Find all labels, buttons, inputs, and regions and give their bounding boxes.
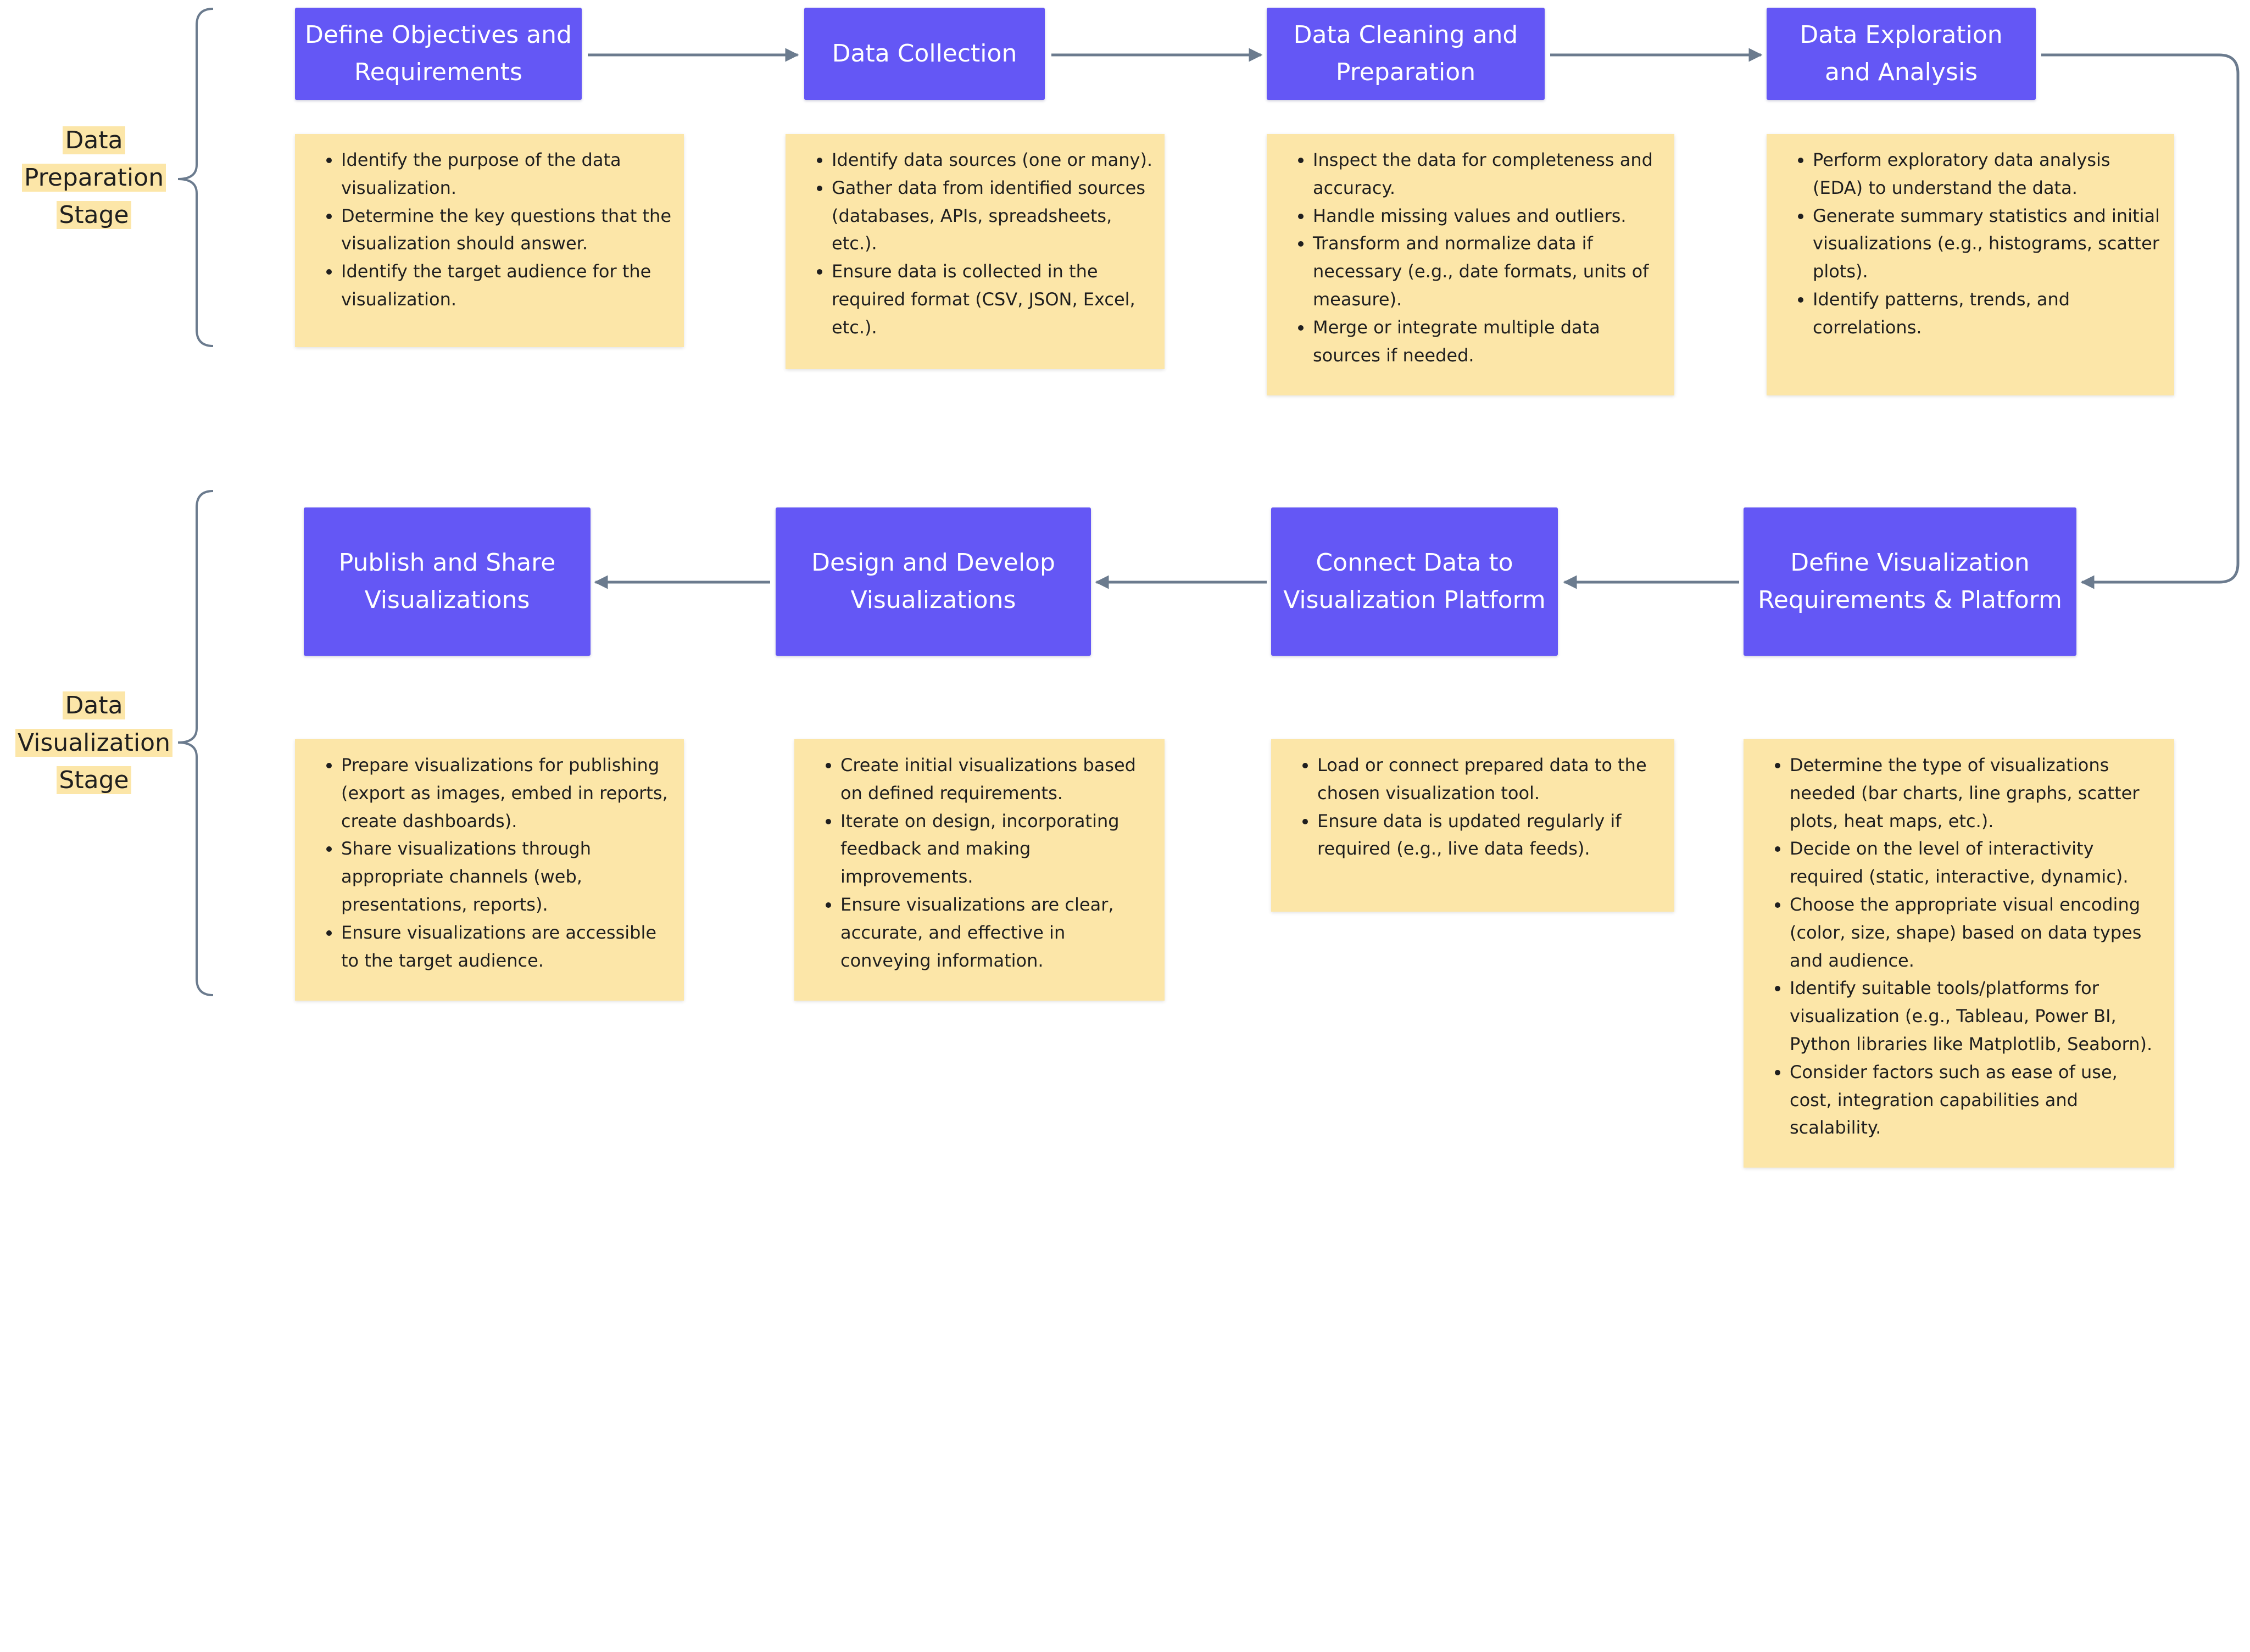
bullet-item: Share visualizations through appropriate…	[341, 835, 673, 918]
bullet-item: Generate summary statistics and initial …	[1813, 202, 2163, 286]
note-define-objectives: Identify the purpose of the data visuali…	[295, 134, 684, 347]
step-data-exploration[interactable]: Data Exploration and Analysis	[1767, 8, 2036, 100]
note-data-exploration: Perform exploratory data analysis (EDA) …	[1767, 134, 2174, 395]
bullet-item: Inspect the data for completeness and ac…	[1313, 146, 1663, 202]
stage-label-visualization: Data Visualization Stage	[11, 687, 177, 799]
bullet-item: Gather data from identified sources (dat…	[832, 174, 1154, 258]
bullet-item: Perform exploratory data analysis (EDA) …	[1813, 146, 2163, 202]
stage-label-line: Preparation	[21, 164, 166, 192]
bullet-list: Load or connect prepared data to the cho…	[1282, 751, 1663, 863]
step-design-develop[interactable]: Design and Develop Visualizations	[776, 507, 1091, 656]
step-title: Define Objectives and Requirements	[305, 21, 572, 86]
step-title: Data Exploration and Analysis	[1800, 21, 2003, 86]
note-data-collection: Identify data sources (one or many). Gat…	[786, 134, 1165, 369]
stage-label-line: Stage	[57, 766, 131, 794]
arrow-step4-to-step5	[2041, 53, 2240, 589]
bullet-item: Load or connect prepared data to the cho…	[1317, 751, 1663, 807]
note-define-visualization-requirements: Determine the type of visualizations nee…	[1744, 739, 2174, 1168]
bullet-item: Decide on the level of interactivity req…	[1790, 835, 2163, 891]
step-data-collection[interactable]: Data Collection	[804, 8, 1045, 100]
step-title: Connect Data to Visualization Platform	[1283, 549, 1546, 614]
bullet-item: Identify patterns, trends, and correlati…	[1813, 286, 2163, 342]
note-data-cleaning: Inspect the data for completeness and ac…	[1267, 134, 1674, 395]
stage-label-line: Visualization	[15, 729, 172, 757]
bullet-list: Perform exploratory data analysis (EDA) …	[1778, 146, 2163, 342]
bullet-item: Identify suitable tools/platforms for vi…	[1790, 974, 2163, 1058]
stage-label-line: Data	[63, 126, 125, 154]
bullet-item: Ensure visualizations are clear, accurat…	[840, 891, 1154, 974]
bullet-list: Identify the purpose of the data visuali…	[306, 146, 673, 314]
step-define-objectives[interactable]: Define Objectives and Requirements	[295, 8, 582, 100]
bullet-item: Identify the purpose of the data visuali…	[341, 146, 673, 202]
bullet-item: Identify data sources (one or many).	[832, 146, 1154, 174]
bullet-list: Create initial visualizations based on d…	[805, 751, 1154, 974]
step-title: Publish and Share Visualizations	[338, 549, 556, 614]
bullet-list: Inspect the data for completeness and ac…	[1278, 146, 1663, 369]
bullet-item: Transform and normalize data if necessar…	[1313, 230, 1663, 313]
bullet-item: Create initial visualizations based on d…	[840, 751, 1154, 807]
bullet-item: Ensure data is updated regularly if requ…	[1317, 807, 1663, 863]
bullet-item: Iterate on design, incorporating feedbac…	[840, 807, 1154, 891]
bullet-item: Consider factors such as ease of use, co…	[1790, 1058, 2163, 1142]
bullet-item: Prepare visualizations for publishing (e…	[341, 751, 673, 835]
step-data-cleaning[interactable]: Data Cleaning and Preparation	[1267, 8, 1545, 100]
bullet-item: Ensure data is collected in the required…	[832, 258, 1154, 341]
bullet-item: Determine the key questions that the vis…	[341, 202, 673, 258]
step-title: Design and Develop Visualizations	[811, 549, 1055, 614]
bullet-item: Merge or integrate multiple data sources…	[1313, 314, 1663, 370]
bullet-list: Identify data sources (one or many). Gat…	[797, 146, 1154, 342]
stage-label-line: Data	[63, 691, 125, 719]
step-connect-data[interactable]: Connect Data to Visualization Platform	[1271, 507, 1558, 656]
bullet-list: Determine the type of visualizations nee…	[1755, 751, 2163, 1142]
bullet-item: Choose the appropriate visual encoding (…	[1790, 891, 2163, 974]
bullet-item: Identify the target audience for the vis…	[341, 258, 673, 314]
step-define-visualization-requirements[interactable]: Define Visualization Requirements & Plat…	[1744, 507, 2076, 656]
note-publish-share: Prepare visualizations for publishing (e…	[295, 739, 684, 1001]
step-publish-share[interactable]: Publish and Share Visualizations	[304, 507, 591, 656]
note-connect-data: Load or connect prepared data to the cho…	[1271, 739, 1674, 912]
stage-brace-visualization	[177, 490, 214, 996]
step-title: Data Cleaning and Preparation	[1293, 21, 1518, 86]
bullet-list: Prepare visualizations for publishing (e…	[306, 751, 673, 974]
bullet-item: Ensure visualizations are accessible to …	[341, 919, 673, 975]
bullet-item: Determine the type of visualizations nee…	[1790, 751, 2163, 835]
bullet-item: Handle missing values and outliers.	[1313, 202, 1663, 230]
stage-brace-preparation	[177, 8, 214, 347]
step-title: Define Visualization Requirements & Plat…	[1758, 549, 2062, 614]
stage-label-preparation: Data Preparation Stage	[16, 122, 171, 234]
step-title: Data Collection	[832, 40, 1017, 68]
stage-label-line: Stage	[57, 201, 131, 229]
note-design-develop: Create initial visualizations based on d…	[794, 739, 1165, 1001]
